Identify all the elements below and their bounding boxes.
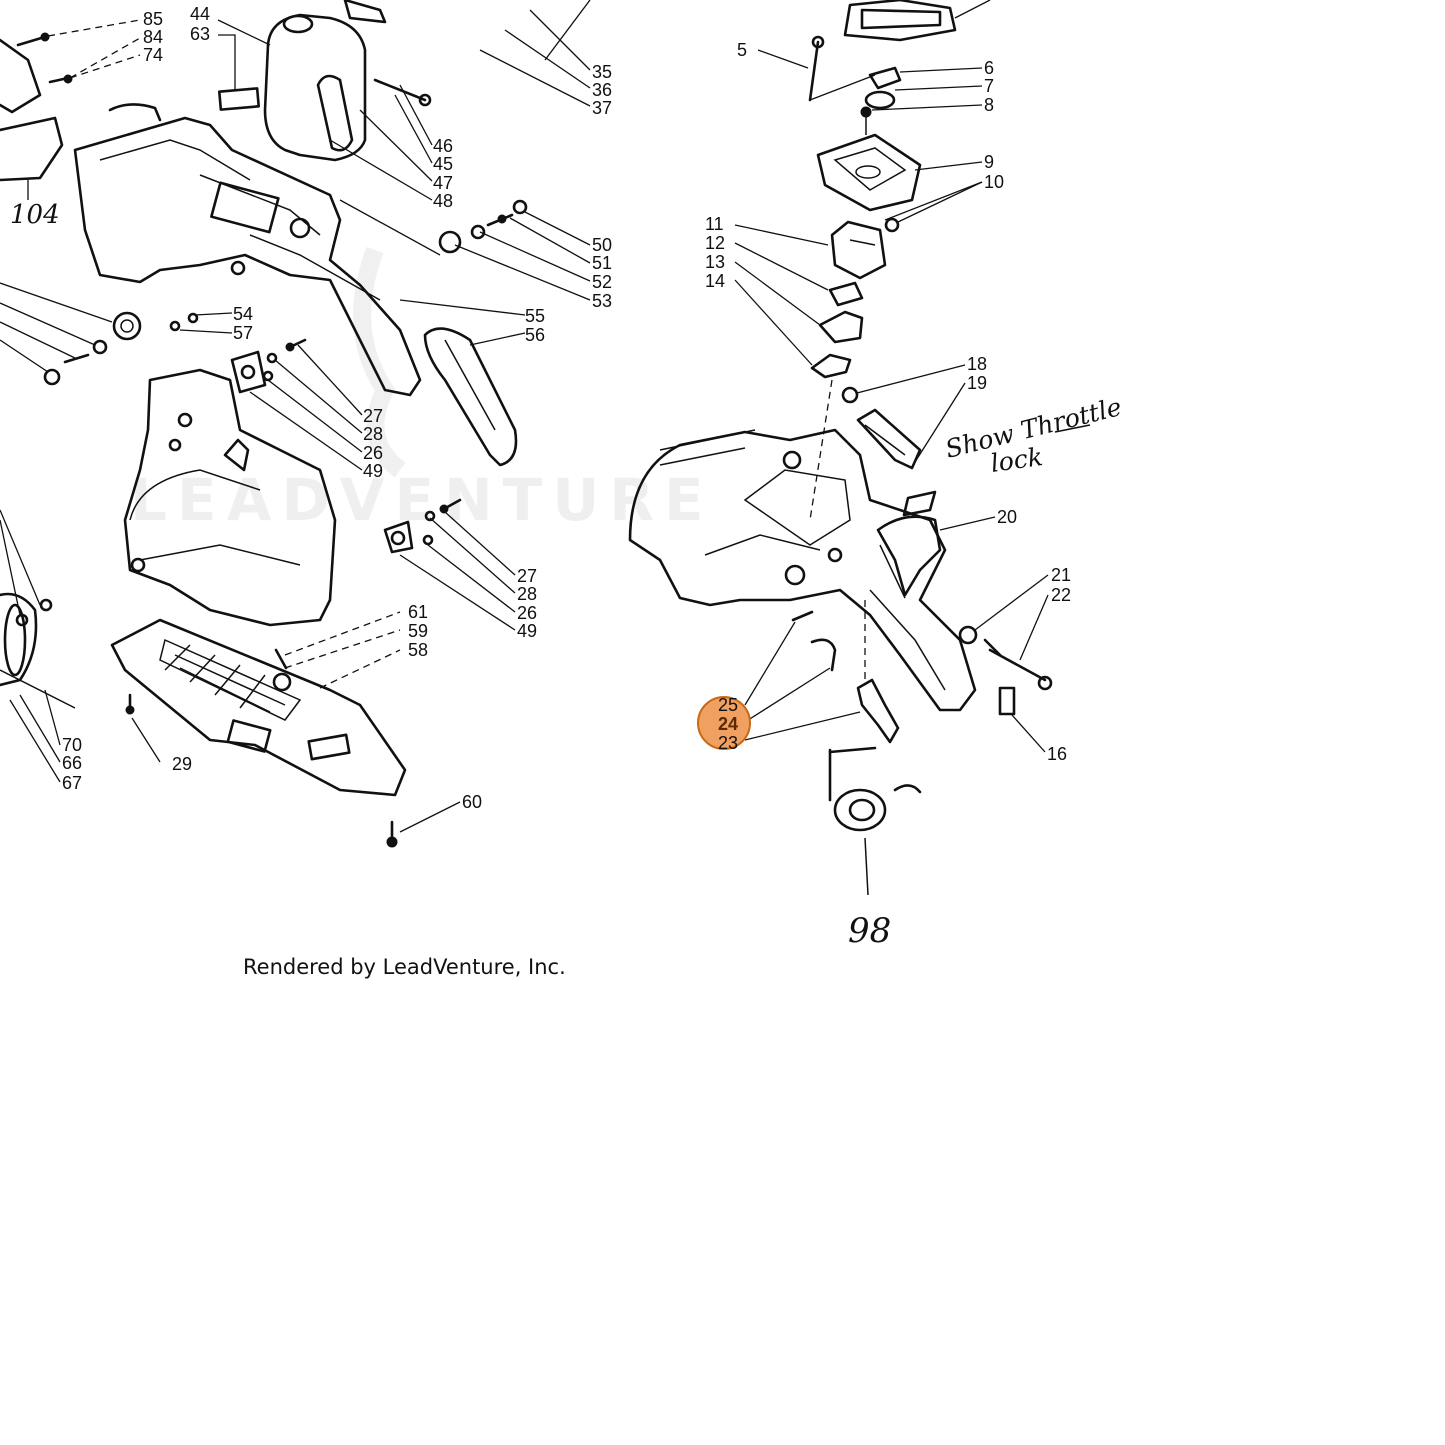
callout-label: 28 xyxy=(363,424,383,444)
callout-label: 55 xyxy=(525,306,545,326)
callout-label: 20 xyxy=(997,507,1017,527)
callout-label: 47 xyxy=(433,173,453,193)
callout-label: 45 xyxy=(433,154,453,174)
callout-label: 52 xyxy=(592,272,612,292)
callout-label: 29 xyxy=(172,754,192,774)
callout-label: 74 xyxy=(143,45,163,65)
callout-label: 57 xyxy=(233,323,253,343)
callout-label: 54 xyxy=(233,304,253,324)
callout-label: 9 xyxy=(984,152,994,172)
callout-label: 22 xyxy=(1051,585,1071,605)
callout-label: 84 xyxy=(143,27,163,47)
callout-label: 5 xyxy=(737,40,747,60)
callout-label: 48 xyxy=(433,191,453,211)
callout-label: 27 xyxy=(363,406,383,426)
callout-label: 27 xyxy=(517,566,537,586)
callout-label: 26 xyxy=(363,443,383,463)
callout-label: 8 xyxy=(984,95,994,115)
handwritten-note-line2: lock xyxy=(989,442,1045,478)
callout-label: 18 xyxy=(967,354,987,374)
callout-label: 19 xyxy=(967,373,987,393)
callout-label: 60 xyxy=(462,792,482,812)
callout-label: 59 xyxy=(408,621,428,641)
highlight-hotspot[interactable]: 25 24 23 xyxy=(697,695,751,753)
callout-label: 35 xyxy=(592,62,612,82)
left-leaders xyxy=(0,9,591,833)
callout-label: 46 xyxy=(433,136,453,156)
callout-label: 51 xyxy=(592,253,612,273)
callout-label: 53 xyxy=(592,291,612,311)
callout-label: 44 xyxy=(190,4,210,24)
left-assembly xyxy=(0,0,528,848)
callout-label: 49 xyxy=(517,621,537,641)
callout-label: 70 xyxy=(62,735,82,755)
callout-label: 7 xyxy=(984,76,994,96)
callout-label: 56 xyxy=(525,325,545,345)
callout-label: 16 xyxy=(1047,744,1067,764)
callout-label: 67 xyxy=(62,773,82,793)
callout-label: 11 xyxy=(705,214,724,234)
callout-label: 37 xyxy=(592,98,612,118)
callout-label: 36 xyxy=(592,80,612,100)
right-assembly xyxy=(628,0,1053,896)
callout-label: 25 xyxy=(718,695,738,715)
callout-label-highlighted[interactable]: 24 xyxy=(718,714,738,734)
callout-label: 21 xyxy=(1051,565,1071,585)
callout-label: 61 xyxy=(408,602,428,622)
callout-label: 23 xyxy=(718,733,738,753)
callout-label: 6 xyxy=(984,58,994,78)
right-leaders xyxy=(544,0,1049,753)
handwritten-number-bottom: 98 xyxy=(848,911,891,951)
callout-labels: 85 84 74 44 63 35 36 37 5 6 7 8 9 10 11 … xyxy=(62,4,1071,812)
credit-text: Rendered by LeadVenture, Inc. xyxy=(243,955,566,979)
callout-label: 14 xyxy=(705,271,725,291)
callout-label: 66 xyxy=(62,753,82,773)
handwritten-annotations: 104 98 Show Throttle lock xyxy=(10,200,1124,951)
callout-label: 50 xyxy=(592,235,612,255)
hotspot-circle[interactable] xyxy=(697,696,751,750)
callout-label: 49 xyxy=(363,461,383,481)
callout-label: 85 xyxy=(143,9,163,29)
watermark: LEADVENTURE xyxy=(130,246,714,534)
callout-label: 28 xyxy=(517,584,537,604)
callout-label: 12 xyxy=(705,233,725,253)
watermark-text: LEADVENTURE xyxy=(130,466,714,534)
callout-label: 10 xyxy=(984,172,1004,192)
callout-label: 63 xyxy=(190,24,210,44)
callout-label: 58 xyxy=(408,640,428,660)
callout-label: 13 xyxy=(705,252,725,272)
callout-label: 26 xyxy=(517,603,537,623)
handwritten-number-left: 104 xyxy=(10,200,60,230)
